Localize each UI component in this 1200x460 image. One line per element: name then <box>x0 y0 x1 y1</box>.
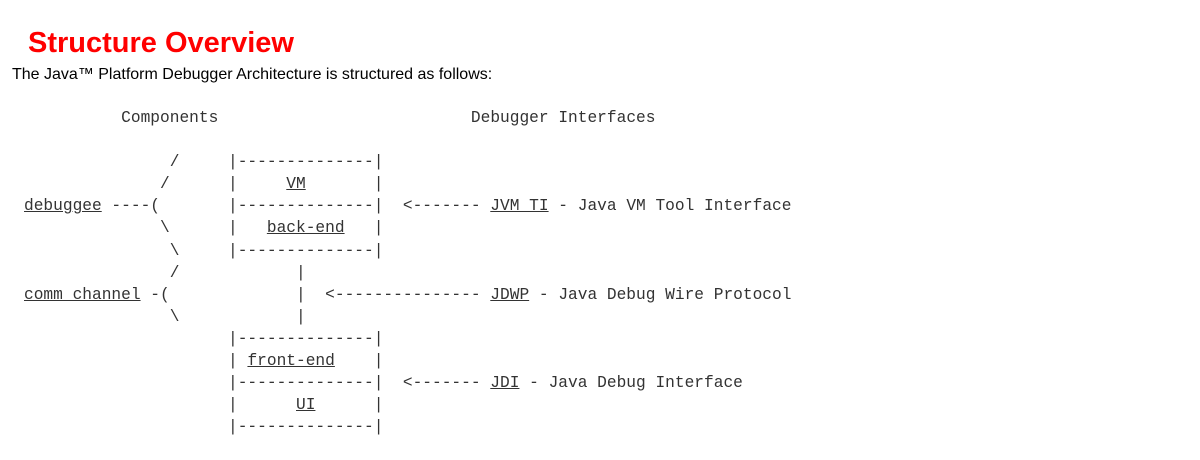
jdi-description: Java Debug Interface <box>548 374 743 393</box>
diagram-row: | UI | <box>24 396 384 415</box>
jdwp-description: Java Debug Wire Protocol <box>558 285 792 304</box>
vm-link[interactable]: VM <box>286 175 306 194</box>
diagram-row: \ | back-end | <box>24 219 384 238</box>
comm-channel-link[interactable]: comm channel <box>24 285 141 304</box>
jvmti-description: Java VM Tool Interface <box>577 197 792 216</box>
jdi-link[interactable]: JDI <box>490 374 520 393</box>
diagram-row: comm channel -( | <--------------- JDWP … <box>24 285 792 304</box>
diagram-row: \ | <box>24 307 306 326</box>
diagram-row <box>24 129 791 151</box>
components-header: Components <box>121 109 219 127</box>
debuggee-link[interactable]: debuggee <box>24 197 102 216</box>
diagram-row: |--------------| <box>24 329 384 348</box>
debugger-interfaces-header: Debugger Interfaces <box>470 109 656 127</box>
back-end-link[interactable]: back-end <box>266 219 345 238</box>
diagram-row: | front-end | <box>24 352 384 371</box>
jdwp-link[interactable]: JDWP <box>490 285 530 304</box>
diagram-header-row: Components Debugger Interfaces <box>24 107 791 129</box>
diagram-row: / |--------------| <box>24 153 384 172</box>
diagram-row: |--------------| <box>24 418 384 437</box>
architecture-diagram: Components Debugger Interfaces / |------… <box>24 107 791 438</box>
diagram-row: / | VM | <box>24 175 384 194</box>
diagram-row: debuggee ----( |--------------| <-------… <box>24 197 792 216</box>
diagram-row: |--------------| <------- JDI - Java Deb… <box>24 374 743 393</box>
intro-text: The Java™ Platform Debugger Architecture… <box>12 66 493 83</box>
ui-link[interactable]: UI <box>296 396 316 415</box>
front-end-link[interactable]: front-end <box>247 352 335 371</box>
page-title: Structure Overview <box>28 27 294 59</box>
diagram-row: / | <box>24 263 306 282</box>
jvmti-link[interactable]: JVM TI <box>490 197 549 216</box>
diagram-row: \ |--------------| <box>24 241 384 260</box>
